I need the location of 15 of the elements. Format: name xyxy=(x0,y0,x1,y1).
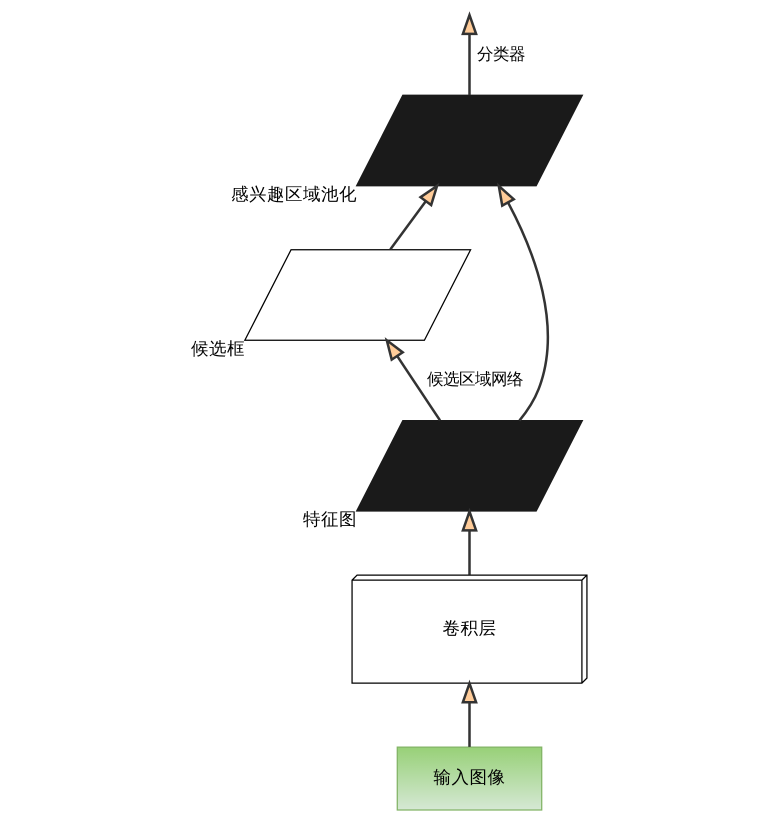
node-label: 候选框 xyxy=(191,338,246,359)
node-box: 输入图像 xyxy=(396,746,542,810)
node-label: 特征图 xyxy=(302,510,357,530)
edge-label: 候选区域网络 xyxy=(427,369,524,388)
arrow xyxy=(461,507,478,574)
node-parallelogram xyxy=(356,94,584,186)
node-parallelogram xyxy=(356,419,584,512)
arrow xyxy=(389,182,440,250)
arrow xyxy=(461,10,478,95)
node-parallelogram xyxy=(244,248,472,340)
edge-label: 分类器 xyxy=(476,44,525,63)
node-label: 感兴趣区域池化 xyxy=(231,184,358,204)
arrow xyxy=(496,182,550,421)
arrow xyxy=(384,336,442,421)
arrow xyxy=(461,679,478,746)
